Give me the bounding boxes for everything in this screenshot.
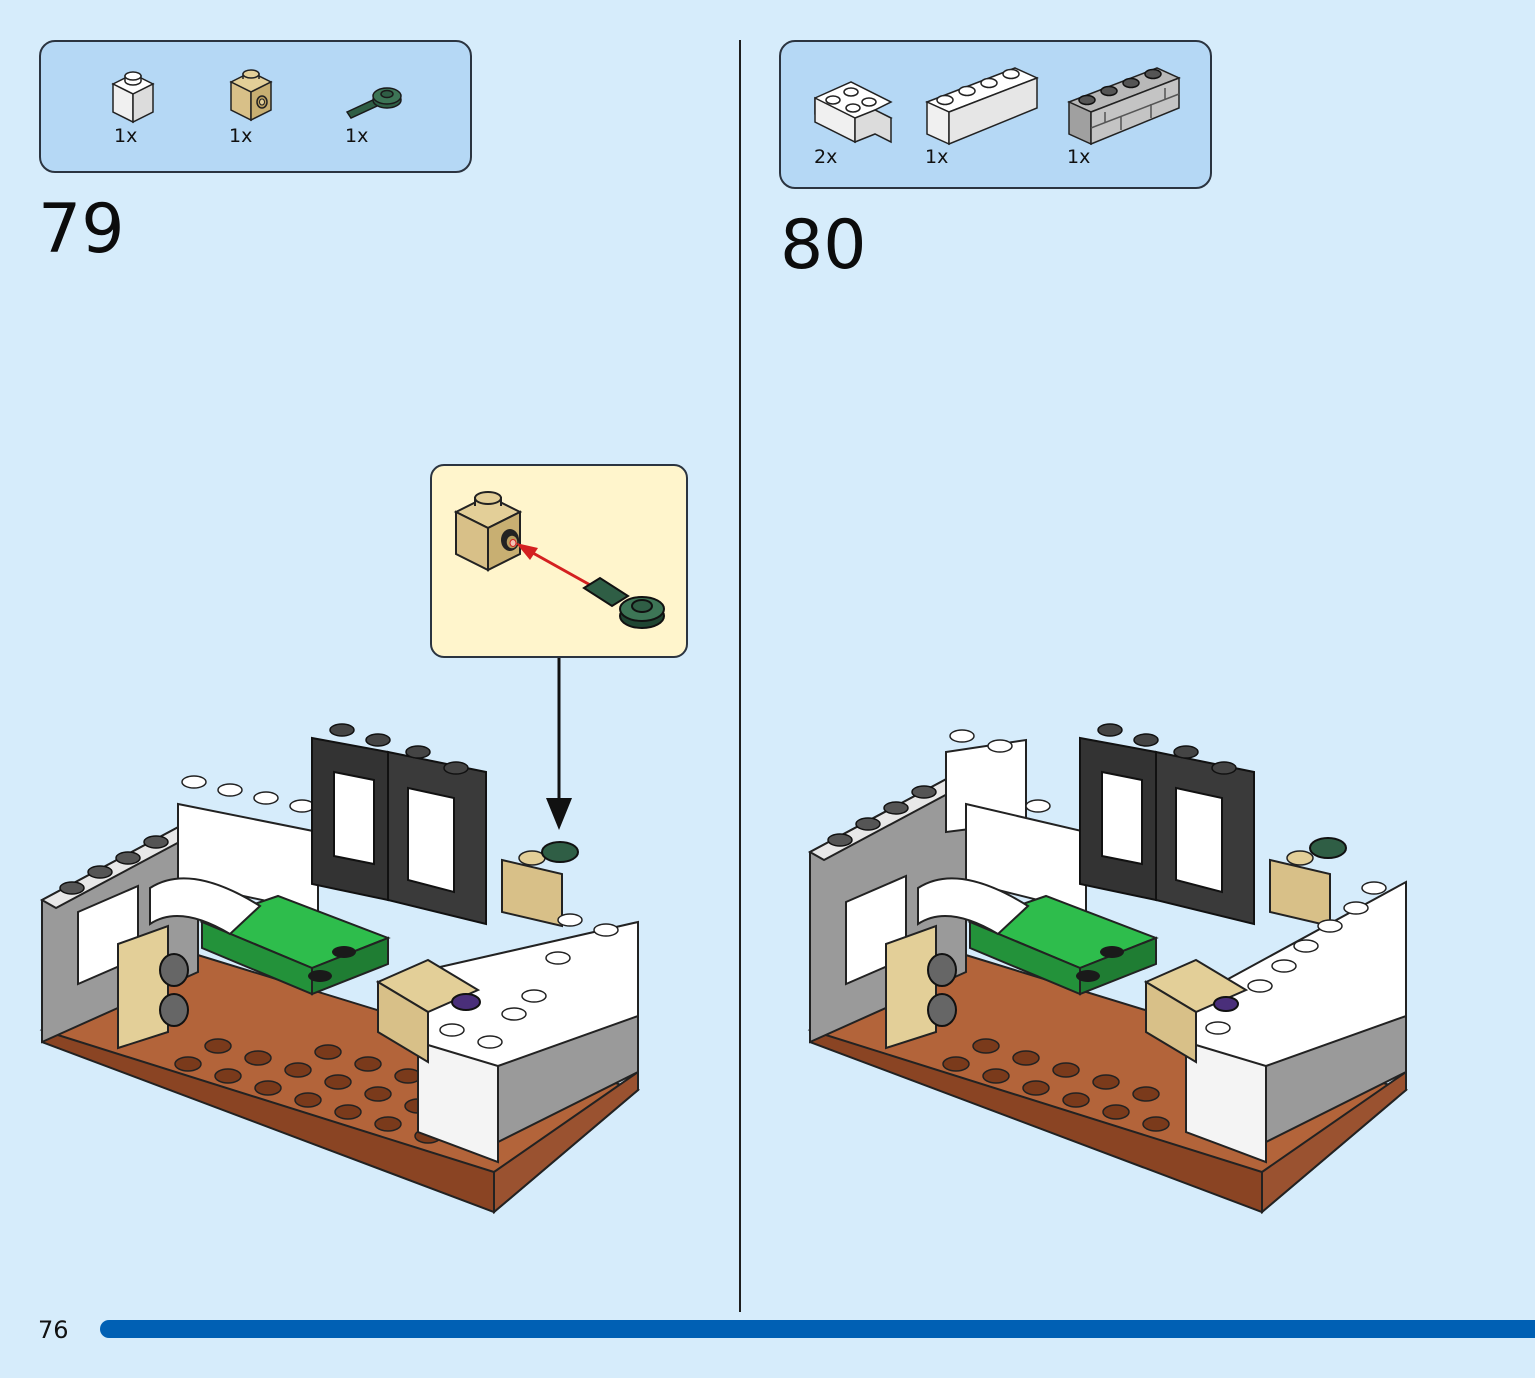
part-quantity: 1x <box>1067 146 1091 168</box>
part-quantity: 1x <box>345 125 369 147</box>
page-progress-bar <box>100 1320 1535 1338</box>
step-80-parts-box: 2x 1x 1x <box>779 40 1212 189</box>
part-quantity: 1x <box>229 125 253 147</box>
part-quantity: 1x <box>925 146 949 168</box>
tan-1x1-brick-with-stud-hole-icon <box>225 66 279 126</box>
sub-assembly-diagram <box>453 491 665 629</box>
page-number: 76 <box>38 1316 69 1344</box>
sub-assembly-callout <box>430 464 688 658</box>
grey-1x4-masonry-brick-icon <box>1065 62 1183 148</box>
dark-green-round-plate-with-bar-icon <box>343 82 407 122</box>
step-number: 80 <box>780 206 867 285</box>
part-quantity: 2x <box>814 146 838 168</box>
callout-pointer-arrow <box>546 658 572 830</box>
tan-brick-with-hole <box>453 491 523 572</box>
assembly-arrow <box>516 543 593 588</box>
green-plate-with-bar <box>582 576 665 629</box>
part-quantity: 1x <box>114 125 138 147</box>
step-80-model-illustration <box>807 723 1409 1215</box>
white-corner-brick-icon <box>811 76 897 148</box>
step-79-model-illustration <box>39 723 641 1215</box>
step-divider <box>739 40 741 1312</box>
white-1x4-brick-icon <box>923 62 1041 148</box>
white-1x1-brick-icon <box>107 68 161 128</box>
step-number: 79 <box>38 190 125 269</box>
step-79-parts-box: 1x 1x 1x <box>39 40 472 173</box>
